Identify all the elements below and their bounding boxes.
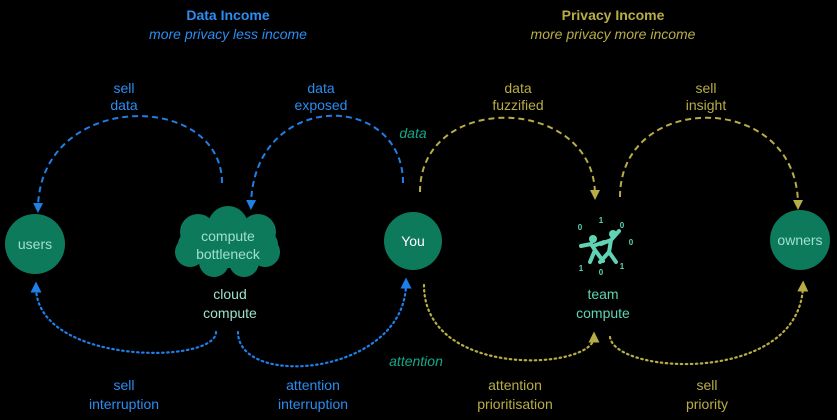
cloud-compute-node: compute bottleneck cloud compute [175,206,280,321]
you-label: You [401,233,425,249]
data-income-subtitle: more privacy less income [149,26,307,42]
label-sell-data-line2: data [110,97,137,113]
label-attention-interruption-line2: interruption [278,396,348,412]
label-attention-interruption-line1: attention [286,377,340,393]
arrow-attention-interruption [236,277,412,368]
users-label: users [18,236,52,252]
users-node: users [5,214,65,274]
team-bit-2: 0 [620,221,625,230]
team-bit-3: 0 [629,238,634,247]
you-node: You [384,212,442,270]
label-data-exposed-line2: exposed [295,97,348,113]
arrow-sell-priority [608,280,809,366]
team-bit-5: 0 [599,268,604,277]
label-data-fuzzified-line2: fuzzified [492,97,543,113]
cloud-caption-line1: cloud [213,286,246,302]
arrow-data-fuzzified [419,116,600,200]
arrow-sell-data [33,115,223,213]
label-sell-insight-line1: sell [695,80,716,96]
data-income-title: Data Income [186,7,269,23]
label-sell-priority-line1: sell [696,377,717,393]
label-data-fuzzified-line1: data [504,80,531,96]
label-attention-prioritisation-line1: attention [488,377,542,393]
people-collaborating-icon [579,229,621,264]
label-sell-insight-line2: insight [686,97,727,113]
owners-label: owners [777,232,822,248]
cloud-label-line1: compute [201,228,255,244]
label-attention-center: attention [389,353,443,369]
owners-node: owners [770,210,830,270]
arrow-sell-insight [619,116,803,210]
label-attention-prioritisation-line2: prioritisation [477,396,552,412]
privacy-income-title: Privacy Income [562,7,665,23]
label-sell-interruption-line1: sell [113,377,134,393]
label-sell-interruption-line2: interruption [89,396,159,412]
cloud-label-line2: bottleneck [196,246,261,262]
team-caption-line1: team [587,286,618,302]
privacy-income-subtitle: more privacy more income [531,26,696,42]
arrow-attention-prioritisation [422,283,600,362]
label-sell-priority-line2: priority [686,396,728,412]
label-data-exposed-line1: data [307,80,334,96]
label-sell-data-line1: sell [113,80,134,96]
arrow-sell-interruption [30,281,218,354]
arrow-data-exposed [246,114,404,210]
team-bit-0: 0 [578,223,583,232]
team-caption-line2: compute [576,305,630,321]
team-bit-1: 1 [599,216,604,225]
team-compute-node: 0 1 0 0 1 0 1 team compute [576,216,634,321]
cloud-icon [175,206,280,277]
team-bit-4: 1 [579,264,584,273]
label-data-center: data [399,125,426,141]
team-bit-6: 1 [620,262,625,271]
cloud-caption-line2: compute [203,305,257,321]
